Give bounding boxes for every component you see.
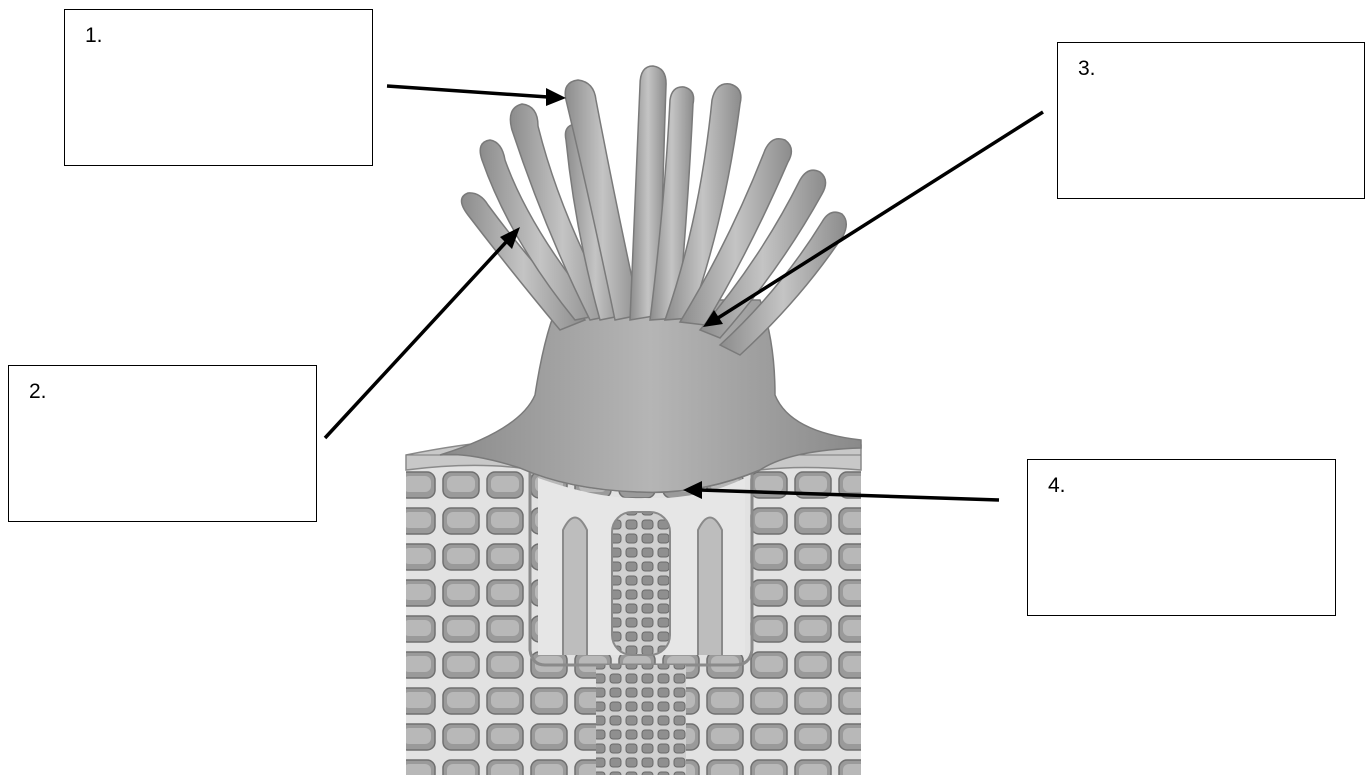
columella — [612, 512, 670, 655]
label-box-4[interactable]: 4. — [1027, 459, 1336, 616]
label-number-2: 2. — [29, 380, 47, 404]
arrow-1 — [387, 86, 566, 106]
label-box-1[interactable]: 1. — [64, 9, 373, 166]
label-number-3: 3. — [1078, 57, 1096, 81]
label-box-2[interactable]: 2. — [8, 365, 317, 522]
label-box-3[interactable]: 3. — [1057, 42, 1365, 199]
arrow-2 — [325, 227, 520, 438]
label-number-1: 1. — [85, 24, 103, 48]
tentacles — [462, 66, 847, 355]
label-number-4: 4. — [1048, 474, 1066, 498]
